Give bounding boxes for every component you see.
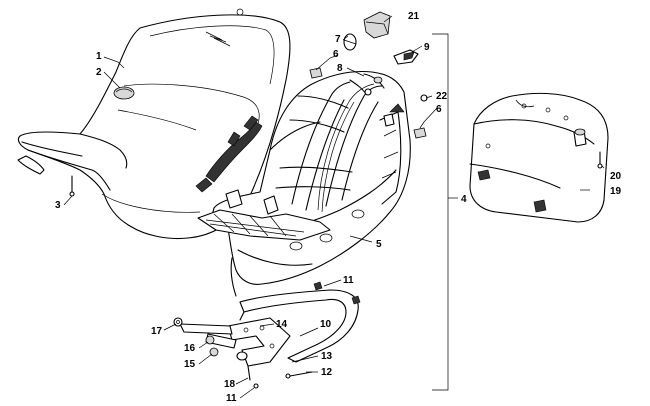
callout-19: 19 [610,186,622,197]
callout-11-lower: 11 [226,393,237,404]
callout-9: 9 [424,42,430,53]
callout-5: 5 [376,239,382,250]
washer-17 [173,317,183,327]
callout-labels: 1 2 3 4 5 6 6 7 8 9 10 11 11 12 13 14 15… [55,11,622,404]
latch-cap [363,11,391,39]
latch-knob [393,49,419,65]
storage-compartment [469,92,609,223]
callout-12: 12 [321,367,333,378]
pin-18 [247,365,251,381]
callout-13: 13 [321,351,333,362]
callout-6-left: 6 [333,49,339,60]
callout-8: 8 [337,63,343,74]
callout-3: 3 [55,200,61,211]
strap-clamp [343,33,357,51]
callout-20: 20 [610,171,622,182]
callout-21: 21 [408,11,420,22]
callout-15: 15 [184,359,196,370]
assembly-bracket [432,33,458,391]
callout-4: 4 [461,194,467,205]
spacer-13 [236,351,248,361]
callout-22: 22 [436,91,448,102]
seat-emblem [113,86,135,100]
seat-cushion [17,8,291,240]
callout-6-right: 6 [436,104,442,115]
clip-right [383,113,427,139]
rivet-20 [597,151,603,169]
callout-7: 7 [335,34,341,45]
callout-17: 17 [151,326,163,337]
callout-1: 1 [96,51,102,62]
callout-10: 10 [320,319,332,330]
bolt-12 [285,371,313,379]
callout-18: 18 [224,379,236,390]
cable-assembly [349,73,385,96]
seat-base-tray [197,70,411,285]
leader-lines [63,15,605,399]
clip-left [309,67,323,79]
callout-14: 14 [276,319,288,330]
callout-2: 2 [96,67,102,78]
callout-11-upper: 11 [343,275,354,286]
support-frame [230,257,359,363]
callout-16: 16 [184,343,196,354]
screw-11-lower [253,383,259,389]
screw-11-upper [313,281,361,305]
seat-screw [69,175,75,197]
